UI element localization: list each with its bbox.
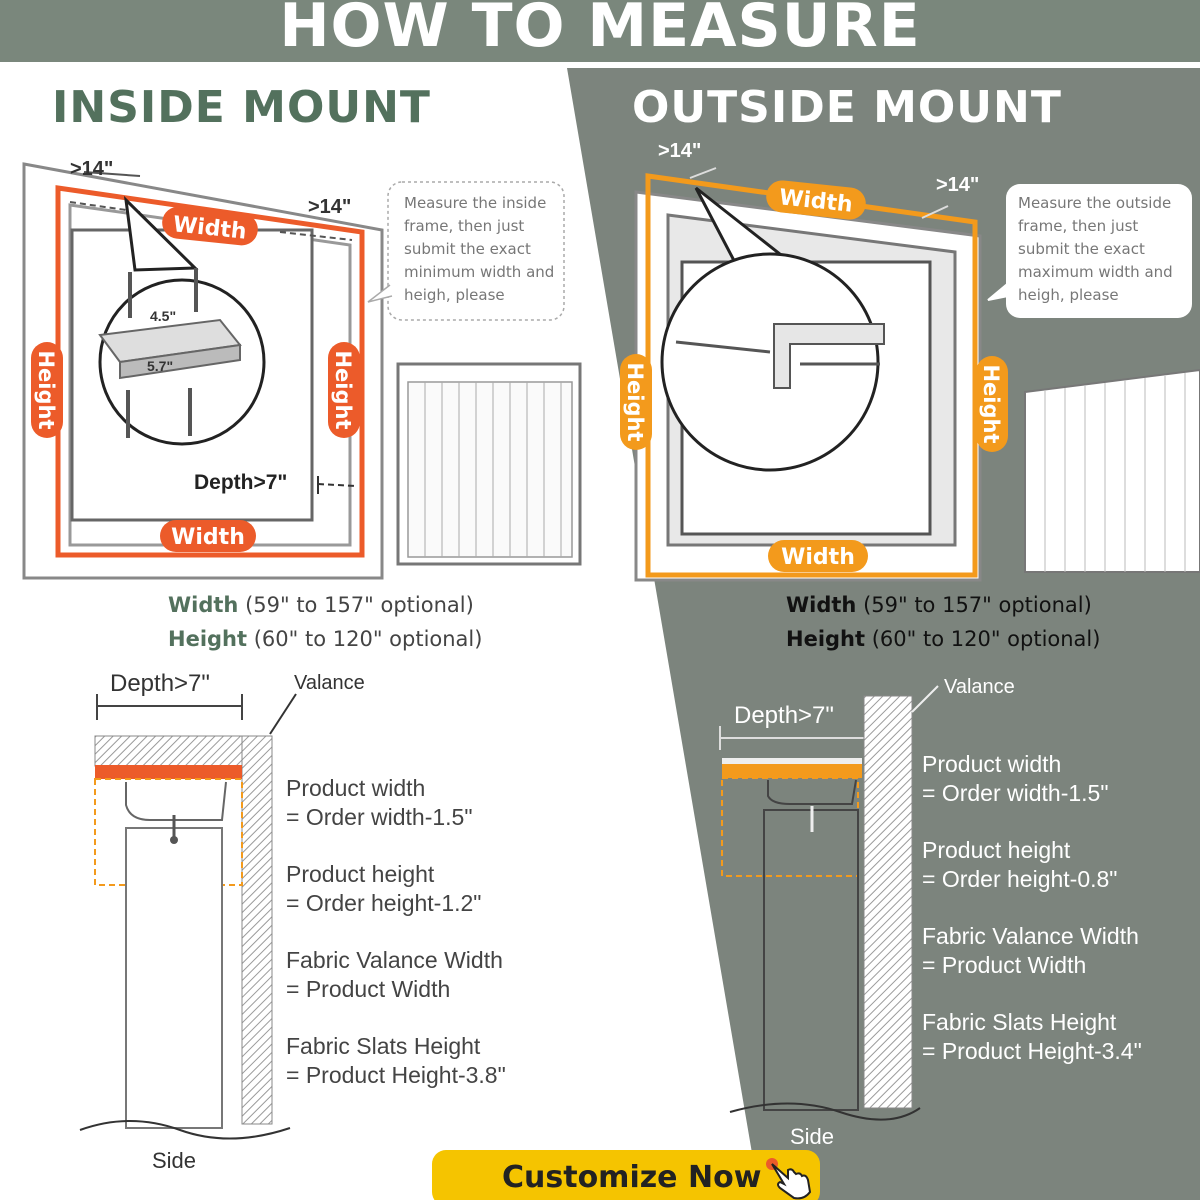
outside-formula-1-title: Product width [922,751,1062,777]
t-in-w2-label: Width [171,525,245,550]
outside-width-pill-bottom: Width [768,540,868,572]
outside-valance-label: Valance [944,676,1015,698]
t-in-h2-label: Height [331,350,355,429]
outside-height-value: (60" to 120" optional) [871,627,1101,651]
t-in-h1-label: Height [34,350,58,429]
inside-formula-2-title: Product height [286,861,435,887]
outside-width-value: (59" to 157" optional) [863,593,1092,617]
outside-formula-3-value: = Product Width [922,952,1087,978]
inside-formula-3-title: Fabric Valance Width [286,947,503,973]
outside-formula-1-value: = Order width-1.5" [922,780,1109,806]
outside-blind-illustration [1024,368,1200,573]
inside-formula-4-title: Fabric Slats Height [286,1033,481,1059]
outside-formula-1: Product width = Order width-1.5" [922,750,1109,808]
inside-note: Measure the inside frame, then just subm… [404,194,555,304]
outside-clearance-left: >14" [658,140,702,162]
inside-formula-4-value: = Product Height-3.8" [286,1062,506,1088]
outside-formula-3-title: Fabric Valance Width [922,923,1139,949]
outside-width-range: Width (59" to 157" optional) [786,588,1092,622]
inside-height-range: Height (60" to 120" optional) [168,622,482,656]
outside-note-bubble [987,184,1192,318]
outside-width-pill-top: Width [766,180,866,220]
outside-formula-4-value: = Product Height-3.4" [922,1038,1142,1064]
outside-side-depth: Depth>7" [734,702,834,729]
inside-bracket-dim-a: 4.5" [150,308,177,324]
inside-formula-1-title: Product width [286,775,426,801]
inside-width-key: Width [168,593,239,617]
inside-formula-2: Product height = Order height-1.2" [286,860,481,918]
inside-height-value: (60" to 120" optional) [253,627,483,651]
inside-side-depth: Depth>7" [110,670,210,697]
outside-width-key: Width [786,593,857,617]
inside-bracket-detail [98,195,266,446]
inside-width-range: Width (59" to 157" optional) [168,588,474,622]
outside-formula-2-title: Product height [922,837,1071,863]
page-title: HOW TO MEASURE [279,0,921,60]
inside-formula-1: Product width = Order width-1.5" [286,774,473,832]
inside-depth-label: Depth>7" [194,471,288,494]
inside-formula-3-value: = Product Width [286,976,451,1002]
outside-height-range: Height (60" to 120" optional) [786,622,1100,656]
outside-formula-4-title: Fabric Slats Height [922,1009,1117,1035]
inside-formula-1-value: = Order width-1.5" [286,804,473,830]
outside-note: Measure the outside frame, then just sub… [1018,194,1173,304]
inside-formula-3: Fabric Valance Width = Product Width [286,946,503,1004]
inside-blind-illustration [396,362,582,566]
t-out-h1-label: Height [623,362,647,441]
inside-valance-label: Valance [294,672,365,694]
inside-note-bubble [367,181,565,321]
inside-side-label: Side [152,1148,197,1173]
outside-formula-4: Fabric Slats Height = Product Height-3.4… [922,1008,1142,1066]
banner-bar [0,0,1200,62]
inside-width-pill-bottom: Width [160,520,256,552]
inside-side-diagram [79,693,297,1140]
inside-formula-2-value: = Order height-1.2" [286,890,482,916]
outside-formula-3: Fabric Valance Width = Product Width [922,922,1139,980]
inside-height-pill-right: Height [328,342,360,438]
inside-mount-title: INSIDE MOUNT [52,82,431,133]
inside-clearance-left: >14" [70,158,114,180]
inside-bracket-dim-b: 5.7" [147,358,174,374]
outside-height-pill-right: Height [976,356,1008,452]
outside-formula-2: Product height = Order height-0.8" [922,836,1117,894]
outside-bracket-detail [660,186,885,472]
outside-side-diagram [719,685,939,1121]
inside-width-value: (59" to 157" optional) [245,593,474,617]
customize-now-button[interactable]: Customize Now [432,1150,820,1200]
pointing-hand-icon [766,1158,812,1200]
inside-width-pill-top: Width [162,206,258,246]
inside-formula-4: Fabric Slats Height = Product Height-3.8… [286,1032,506,1090]
inside-height-key: Height [168,627,248,651]
outside-formula-2-value: = Order height-0.8" [922,866,1118,892]
t-out-h2-label: Height [979,364,1003,443]
t-out-w2-label: Width [781,545,855,570]
outside-height-key: Height [786,627,866,651]
outside-clearance-right: >14" [936,174,980,196]
inside-clearance-right: >14" [308,196,352,218]
outside-height-pill-left: Height [620,354,652,450]
outside-mount-title: OUTSIDE MOUNT [632,82,1062,133]
outside-side-label: Side [790,1124,835,1149]
inside-height-pill-left: Height [31,342,63,438]
